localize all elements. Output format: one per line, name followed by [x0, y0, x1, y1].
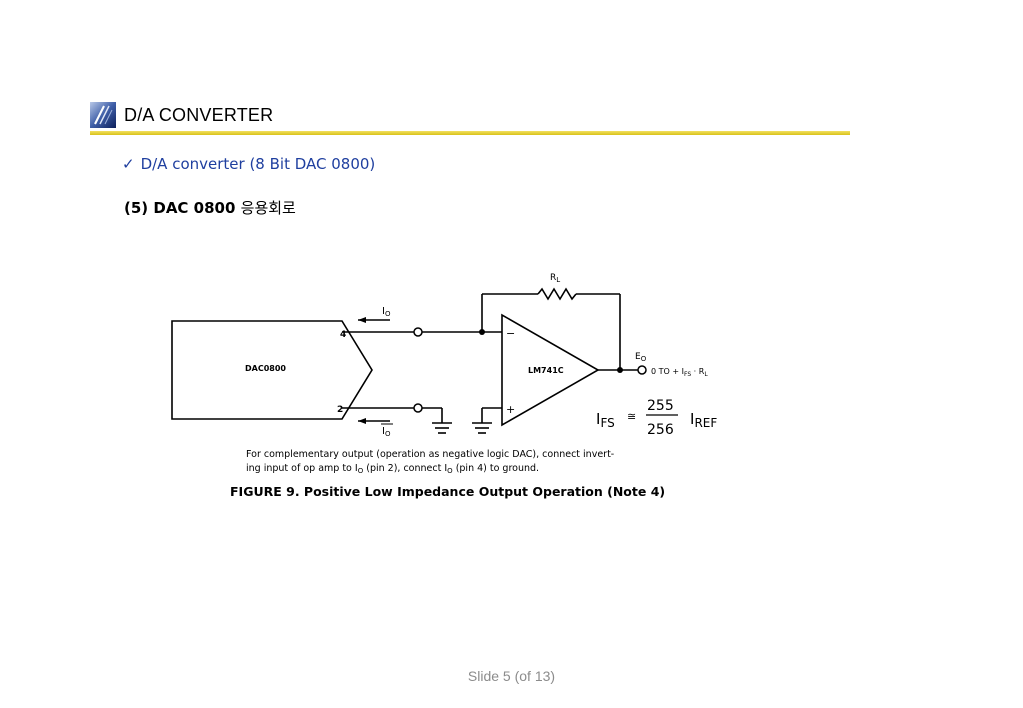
output-range-label: 0 TO + IFS · RL — [651, 367, 708, 378]
slide-number: Slide 5 (of 13) — [467, 668, 556, 684]
section-prefix: (5) DAC 0800 — [124, 199, 241, 217]
svg-text:255: 255 — [647, 398, 674, 414]
io-top-label: IO — [382, 306, 391, 318]
dac-label: DAC0800 — [245, 364, 286, 373]
title-underline — [90, 131, 850, 135]
bullet-text: D/A converter (8 Bit DAC 0800) — [140, 155, 376, 173]
io-bottom-label: IO — [382, 426, 391, 438]
svg-text:≅: ≅ — [627, 410, 636, 423]
svg-text:IFS: IFS — [596, 410, 615, 430]
slide-logo-icon — [90, 102, 116, 128]
svg-text:IREF: IREF — [690, 410, 717, 430]
opamp-minus-sign: − — [506, 327, 515, 340]
section-korean-label: 응용회로 — [240, 199, 296, 217]
section-heading: (5) DAC 0800 응용회로 — [124, 197, 296, 218]
opamp-label: LM741C — [528, 366, 564, 375]
figure-note-line-1: For complementary output (operation as n… — [246, 449, 614, 460]
opamp-plus-sign: + — [506, 403, 515, 416]
dac-circuit-diagram: DAC0800 4 2 IO IO RL LM741C − + EO 0 TO … — [171, 273, 717, 499]
checkmark-icon: ✓ — [122, 155, 135, 173]
svg-text:256: 256 — [647, 422, 674, 438]
pin-2-label: 2 — [337, 405, 343, 415]
page-title: D/A CONVERTER — [124, 105, 274, 125]
rl-label: RL — [550, 273, 560, 284]
eo-label: EO — [635, 352, 647, 363]
ifs-formula: IFS ≅ 255 256 IREF — [596, 398, 717, 438]
opamp-triangle — [501, 313, 600, 427]
pin-4-label: 4 — [340, 330, 346, 340]
dac-block-outline — [171, 320, 373, 420]
resistor-rl — [537, 287, 577, 301]
figure-caption: FIGURE 9. Positive Low Impedance Output … — [230, 484, 665, 499]
bullet-item: ✓ D/A converter (8 Bit DAC 0800) — [122, 155, 375, 173]
figure-note-line-2: ing input of op amp to IO (pin 2), conne… — [246, 463, 539, 475]
